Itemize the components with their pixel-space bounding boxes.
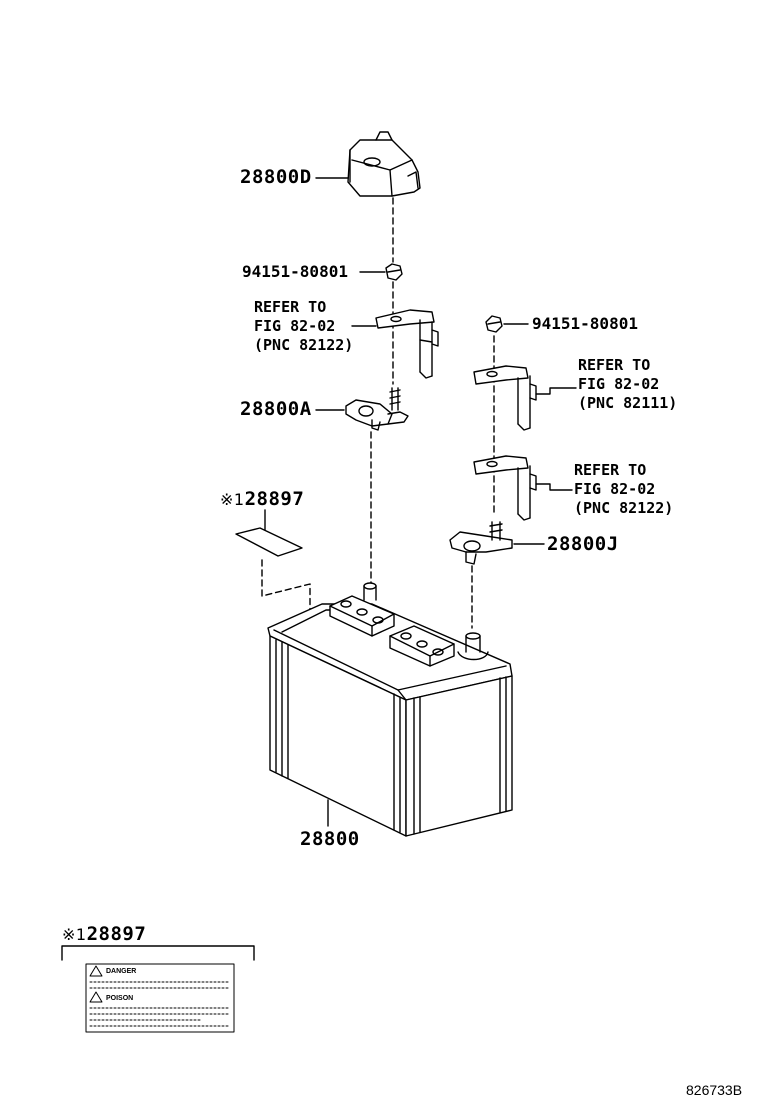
nut-right (485, 315, 503, 333)
label-nut-right: 94151-80801 (532, 314, 638, 333)
legend-mark: ※1 (62, 925, 87, 944)
diagram-code: 826733B (686, 1082, 743, 1098)
warning-text-poison: POISON (106, 995, 134, 1002)
label-nut-left: 94151-80801 (242, 262, 348, 281)
legend-title: ※128897 (62, 925, 146, 944)
battery-28800 (267, 582, 513, 837)
cable-bracket-right-bottom (473, 455, 573, 521)
refer-left-line-3: (PNC 82122) (254, 336, 354, 354)
label-sticker (235, 527, 303, 557)
label-28800a: 28800A (240, 398, 312, 420)
label-28800d: 28800D (240, 166, 312, 188)
refer-right-bottom-line-1: REFER TO (574, 461, 647, 479)
cable-bracket-left (375, 309, 439, 379)
terminal-clamp-28800a (345, 387, 409, 431)
terminal-cover-28800d (347, 131, 421, 197)
refer-left-line-1: REFER TO (254, 298, 327, 316)
terminal-clamp-28800j (449, 521, 513, 565)
refer-right-top: REFER TO FIG 82-02 (PNC 82111) (578, 356, 677, 413)
cable-bracket-right-top (473, 365, 577, 431)
warning-text-danger: DANGER (106, 968, 137, 975)
label-28897-number: 28897 (244, 488, 305, 510)
legend-bracket (61, 945, 255, 961)
refer-left: REFER TO FIG 82-02 (PNC 82122) (254, 298, 353, 355)
refer-right-top-line-1: REFER TO (578, 356, 651, 374)
label-28800j: 28800J (547, 533, 619, 555)
label-28897-exploded: ※128897 (220, 490, 304, 509)
refer-right-bottom: REFER TO FIG 82-02 (PNC 82122) (574, 461, 673, 518)
refer-left-line-2: FIG 82-02 (254, 317, 336, 335)
refer-right-bottom-line-3: (PNC 82122) (574, 499, 674, 517)
warning-label-drawing (85, 963, 235, 1033)
legend-part: 28897 (86, 923, 147, 945)
refer-right-bottom-line-2: FIG 82-02 (574, 480, 656, 498)
label-28800: 28800 (300, 828, 360, 850)
nut-left (385, 263, 403, 281)
refer-right-top-line-2: FIG 82-02 (578, 375, 660, 393)
refer-right-top-line-3: (PNC 82111) (578, 394, 678, 412)
label-28897-mark: ※1 (220, 490, 245, 509)
